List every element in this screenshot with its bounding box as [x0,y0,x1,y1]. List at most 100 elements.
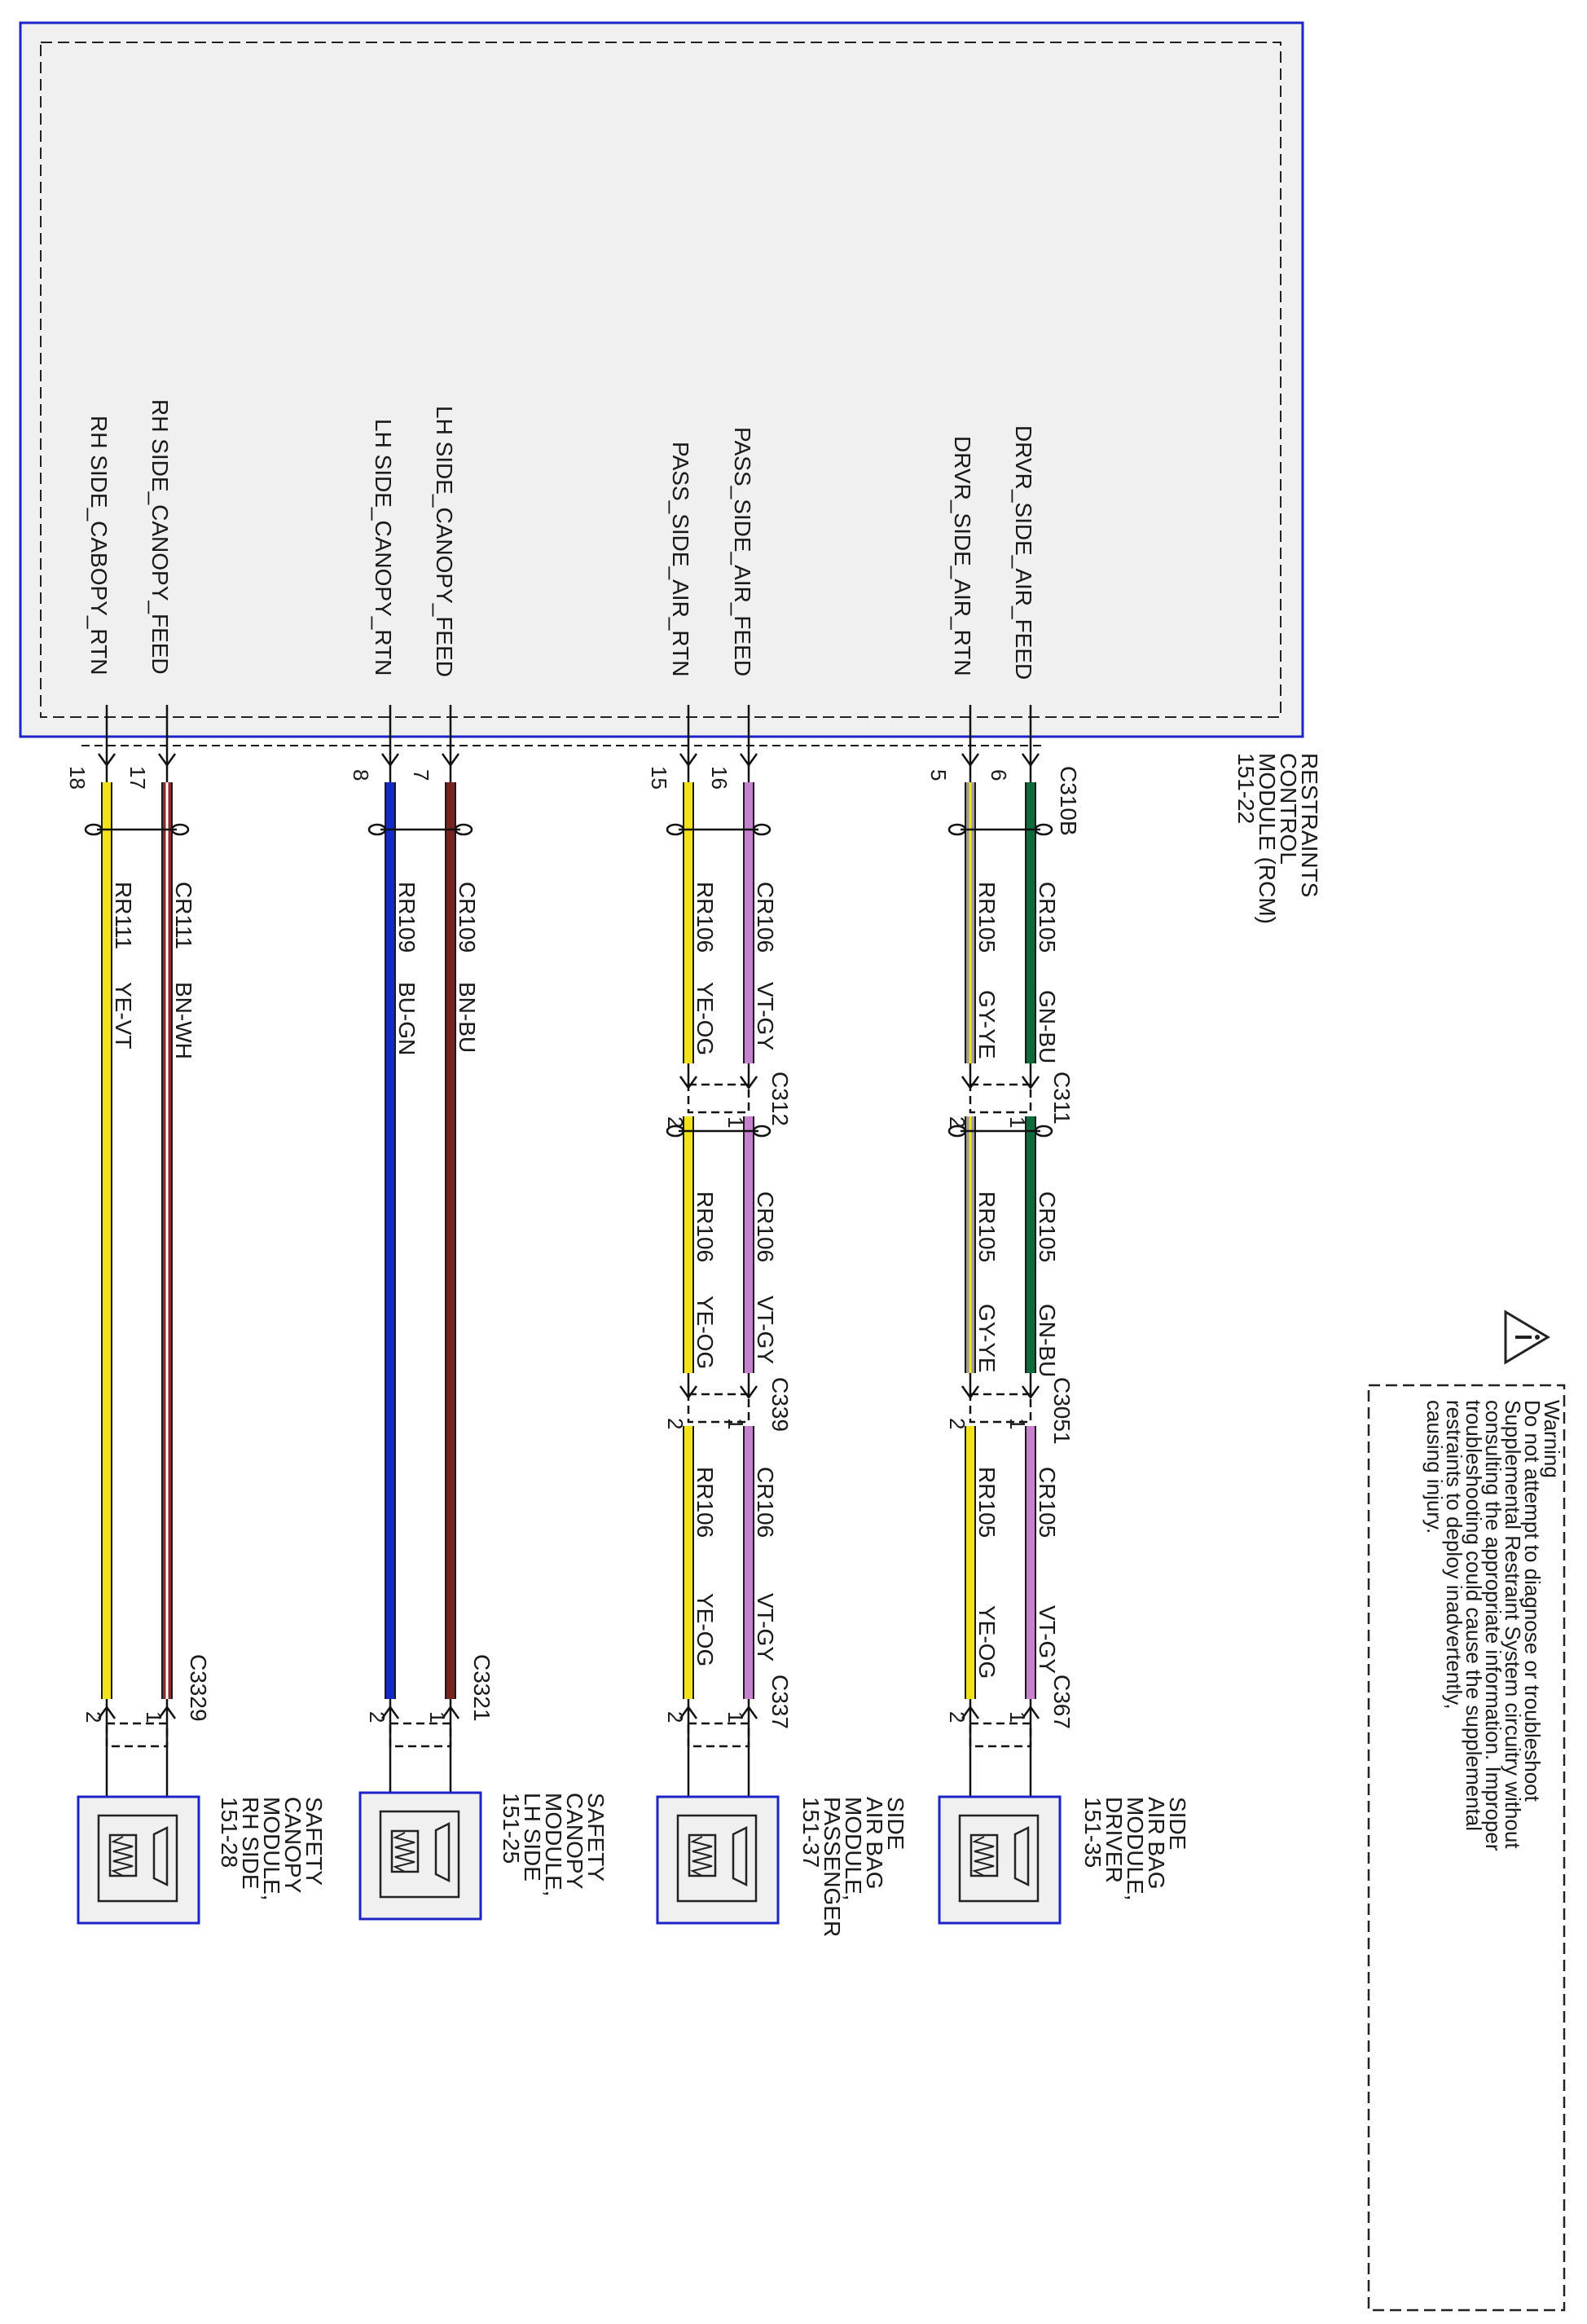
wire-circuit-label: CR106 [753,1467,778,1538]
squib-bracket-icon [434,1821,451,1883]
inline-connector-box [687,1083,750,1114]
connector-label: C3051 [1049,1377,1075,1445]
signal-label-rh-side-canopy-feed: RH SIDE_CANOPY_FEED [147,399,173,675]
connector-pin-arrow [1021,1385,1040,1400]
warning-panel: Warning Do not attempt to diagnose or tr… [1367,1309,1566,2312]
signal-label-drvr-side-air-rtn: DRVR_SIDE_AIR_RTN [950,436,975,676]
connector-label: C312 [767,1072,793,1126]
wire-circuit-label: RR106 [692,1191,718,1262]
module-label-passenger: SIDE AIR BAG MODULE, PASSENGER 151-37 [798,1797,908,1943]
connector-pin-arrow [739,1076,758,1090]
rcm-pin-arrow [1021,753,1040,768]
module-label-rh-canopy: SAFETY CANOPY MODULE, RH SIDE 151-28 [217,1797,327,1907]
signal-label-lh-side-canopy-feed: LH SIDE_CANOPY_FEED [432,406,457,677]
twist-marker-end [84,823,103,836]
wire-color-label: YE-OG [692,1296,718,1369]
twist-marker-end [666,1125,685,1138]
warning-box [1367,1384,1566,2312]
rcm-module [19,21,1304,738]
signal-label-rh-side-cabopy-rtn: RH SIDE_CABOPY_RTN [86,416,112,675]
wire [446,782,455,1699]
pin-number: 1 [723,1418,748,1429]
twist-marker-end [1034,823,1053,836]
rcm-pin-arrow [739,753,758,768]
inline-connector-box [969,1393,1032,1424]
pin-number: 1 [1005,1418,1030,1429]
module-label-line: MODULE, [541,1793,566,1897]
module-label-line: PASSENGER [820,1797,845,1937]
wire [966,1426,974,1699]
wire-circuit-label: RR105 [974,1191,1000,1262]
rcm-outline [19,21,1304,738]
connector-pin-arrow [739,1385,758,1400]
module-pin-arrow [157,1705,177,1719]
wire [684,1426,692,1699]
squib-bracket-icon [732,1825,748,1887]
connector-label: C3321 [469,1654,495,1722]
pin-number: 2 [945,1418,969,1429]
twist-marker-end [752,823,772,836]
canopy-module-lh [358,1791,482,1921]
module-label-lh-canopy: SAFETY CANOPY MODULE, LH SIDE 151-25 [499,1793,609,1903]
twist-marker-end [947,1125,967,1138]
heating-coil-icon [972,1836,995,1877]
wire [684,1116,692,1373]
connector-label: C337 [767,1675,793,1729]
wire-color-label: BU-GN [394,982,420,1055]
wire-circuit-label: CR111 [171,882,196,949]
wire-color-label: VT-GY [753,1593,778,1662]
rcm-pin-arrow [961,753,980,768]
wire-circuit-label: RR106 [692,882,718,953]
warning-title: Warning [1540,1400,1564,1478]
wire [386,782,394,1699]
pin-number: 2 [945,1711,969,1723]
twist-marker-end [170,823,190,836]
warning-line: restraints to deploy inadvertently, [1442,1400,1466,1710]
module-label-line: MODULE, [841,1797,866,1901]
pin-number: 2 [663,1116,688,1128]
end-connector-box [687,1722,750,1748]
twist-marker-end [1034,1125,1053,1138]
rcm-pin-arrow [157,753,177,768]
connector-labels: C311 C3051 C367 C312 C339 C337 C3321 C33… [186,1072,1075,1729]
pin-number: 17 [125,766,150,790]
signal-label-lh-side-canopy-rtn: LH SIDE_CANOPY_RTN [371,419,396,676]
pin-number: 1 [723,1116,748,1128]
wire-color-label: YE-OG [974,1605,1000,1679]
wire-color-label: YE-OG [692,982,718,1055]
pin-number: 1 [1005,1116,1030,1128]
wire-circuit-label: CR105 [1035,882,1060,953]
rcm-title-line: MODULE (RCM) [1255,753,1280,924]
wire [684,782,692,1063]
twist-marker-end [367,823,387,836]
rcm-pin-arrow [97,753,116,768]
warning-line: causing injury. [1422,1400,1447,1534]
wire-circuit-label: CR105 [1035,1467,1060,1538]
wire-stripe [969,782,972,1063]
rcm-pin-numbers: 6 5 16 15 7 8 17 18 [65,766,1011,790]
module-labels: SIDE AIR BAG MODULE, DRIVER 151-35 SIDE … [217,1793,1190,1943]
pin-number: 1 [1005,1711,1030,1723]
wire [745,782,753,1063]
rcm-signal-labels: DRVR_SIDE_AIR_FEED DRVR_SIDE_AIR_RTN PAS… [86,399,1036,680]
wire-color-label: YE-VT [111,982,136,1049]
end-connector-box [105,1722,169,1748]
wire-stripe [969,1116,972,1373]
module-inner [379,1810,460,1899]
pin-number: 7 [409,769,433,781]
rcm-pin-arrow [380,753,400,768]
pin-number: 18 [65,766,90,790]
inline-connector-box [687,1393,750,1424]
module-inner [676,1814,758,1903]
pin-number: 8 [349,769,373,781]
end-connector-box [969,1722,1032,1748]
wire-circuit-label: RR106 [692,1467,718,1538]
pin-number: 1 [425,1711,450,1723]
module-label-line: RH SIDE [238,1797,263,1890]
wire-circuit-label: RR105 [974,882,1000,953]
connector-label: C3329 [186,1654,211,1722]
module-label-line: CANOPY [280,1797,306,1894]
component-modules [77,1791,1062,1925]
warning-line: Supplemental Restraint System circuitry … [1501,1400,1525,1849]
module-pin-arrow [739,1705,758,1719]
